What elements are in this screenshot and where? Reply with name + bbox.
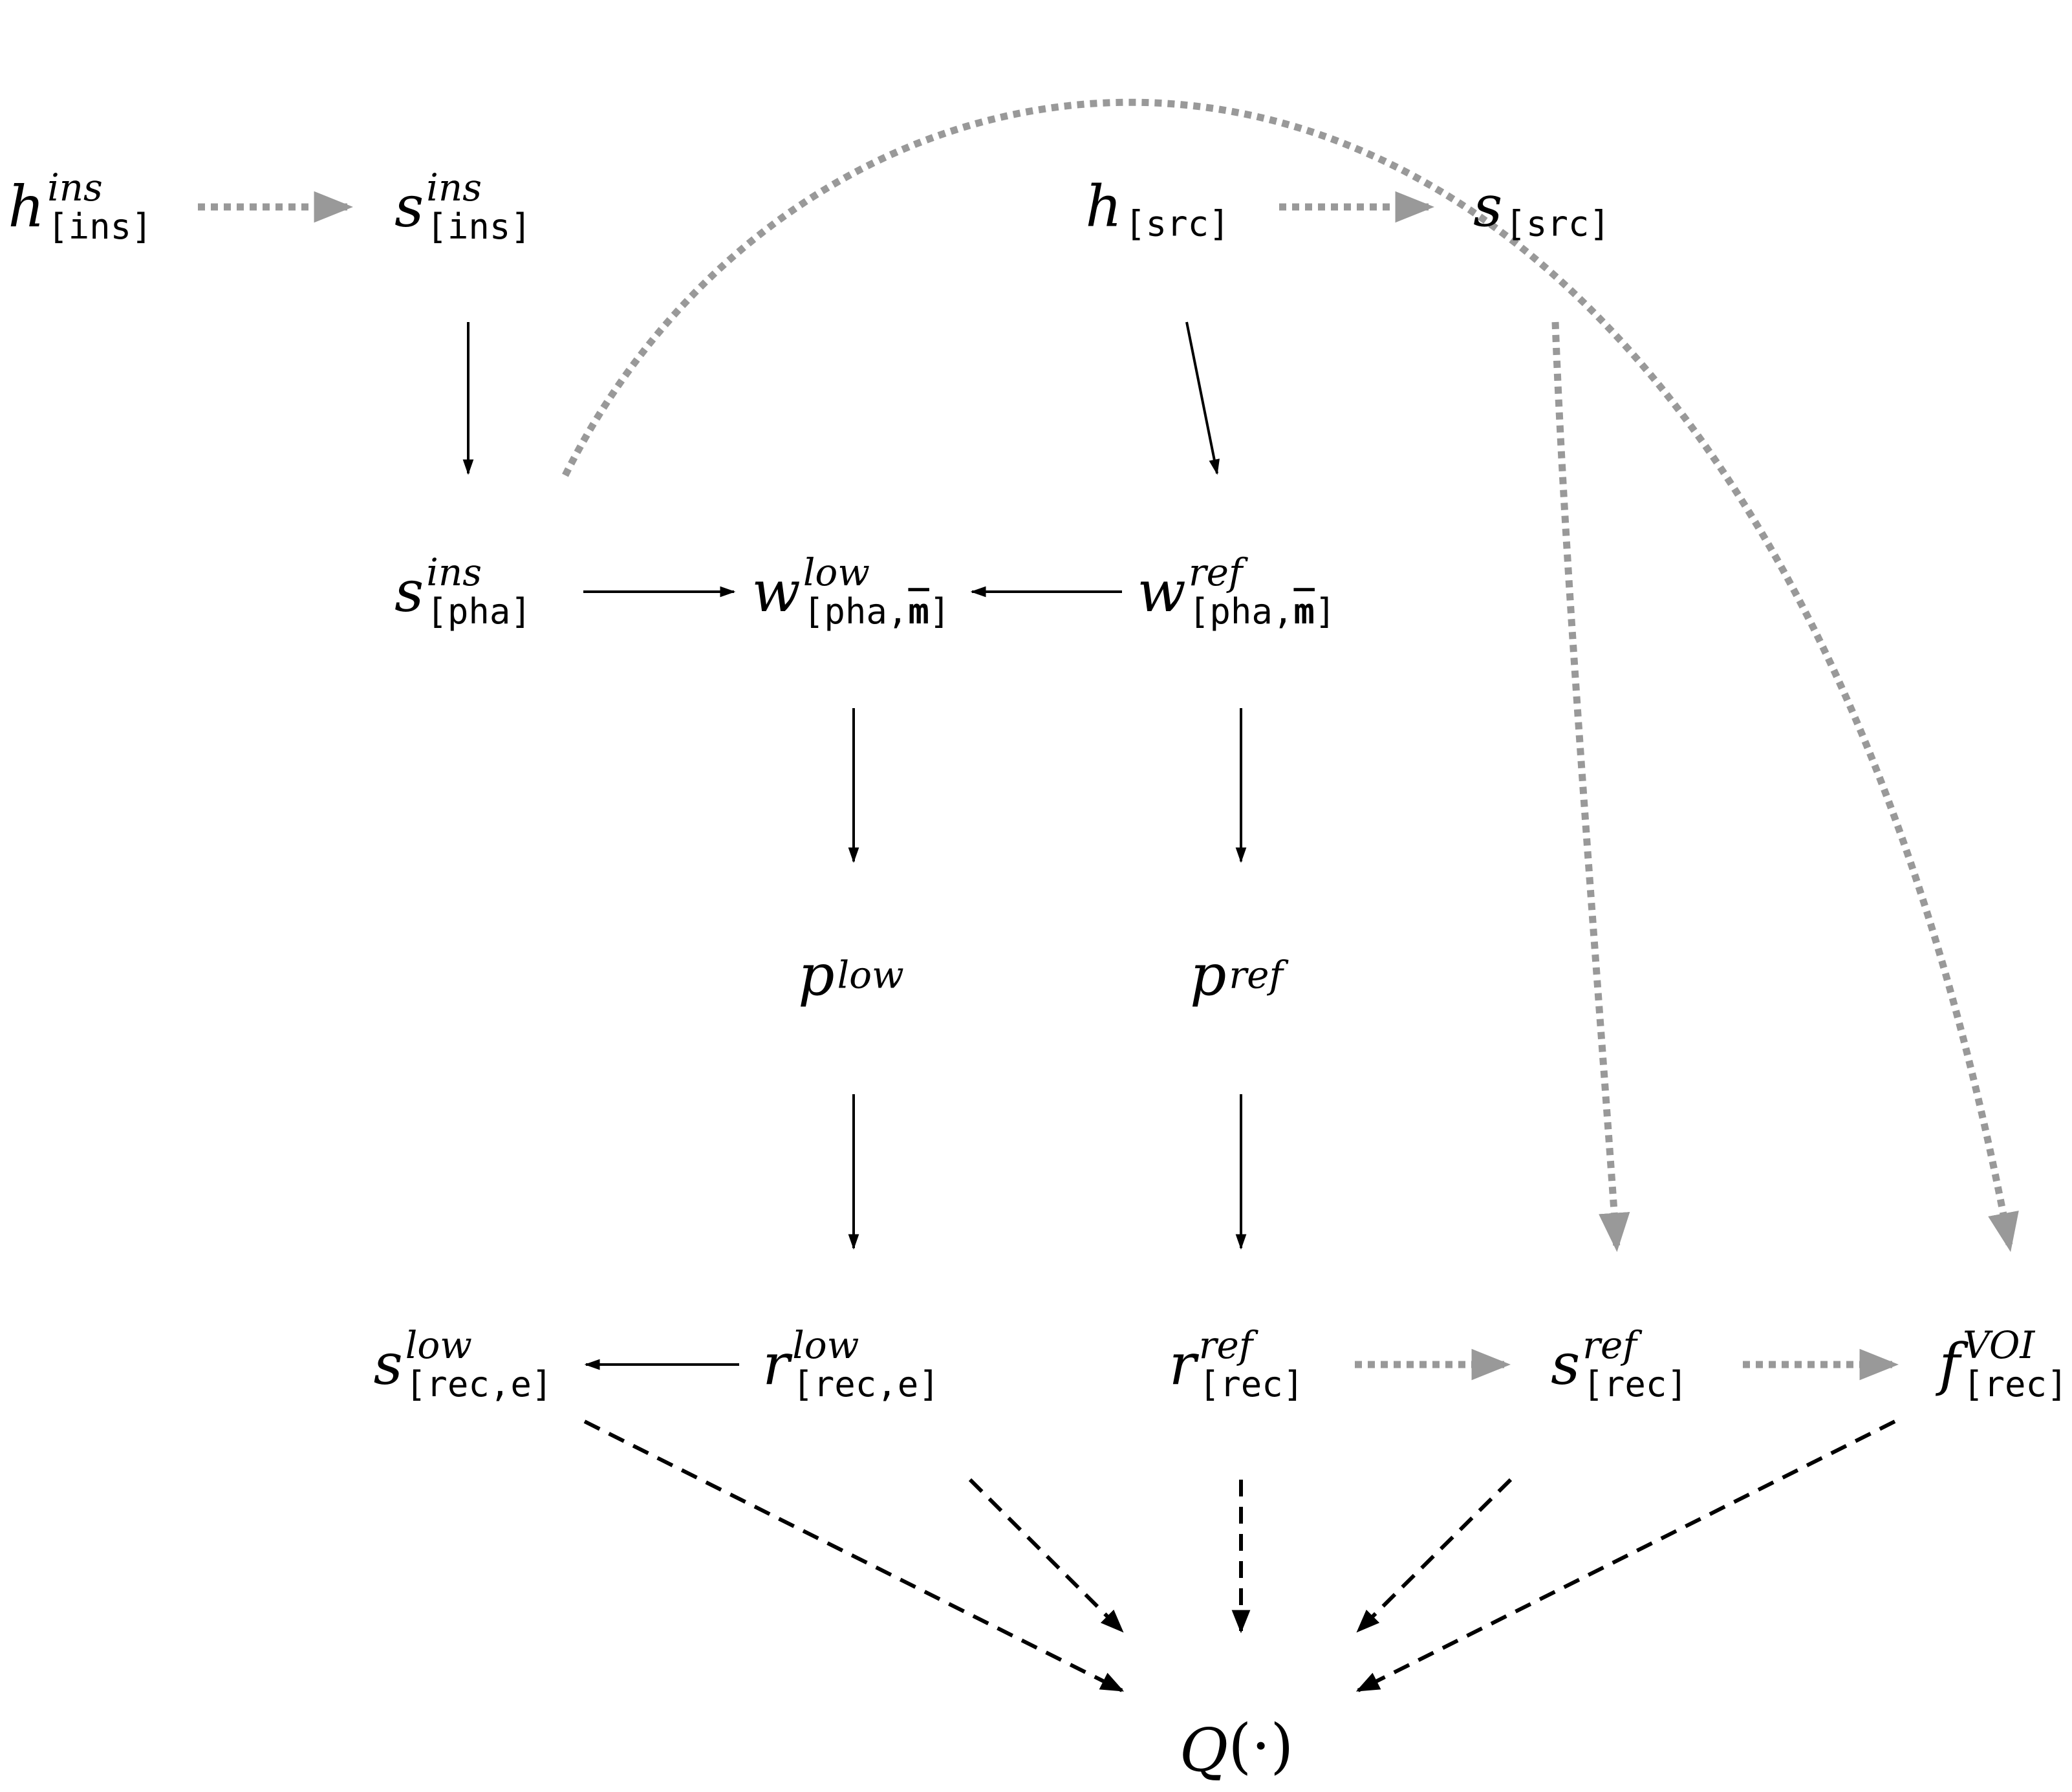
dotted-edges bbox=[198, 98, 2019, 1381]
node-q: Q(·) bbox=[1179, 1711, 1294, 1786]
edge-f-voi-to-q bbox=[1355, 1420, 1896, 1692]
edge-h-src-to-w-ref bbox=[1185, 321, 1220, 475]
edge-s-ins-pha-to-f-voi bbox=[562, 98, 2019, 1252]
node-h-src: h[src] bbox=[1085, 173, 1230, 244]
dashed-edges bbox=[583, 1420, 1896, 1692]
solid-edges bbox=[462, 321, 1247, 1370]
node-s-src: s[src] bbox=[1473, 173, 1610, 244]
edge-s-ref-to-q bbox=[1356, 1478, 1513, 1633]
edge-s-src-to-s-ref bbox=[1551, 321, 1630, 1253]
edge-s-low-to-q bbox=[583, 1420, 1125, 1692]
edge-r-low-to-q bbox=[968, 1478, 1124, 1633]
